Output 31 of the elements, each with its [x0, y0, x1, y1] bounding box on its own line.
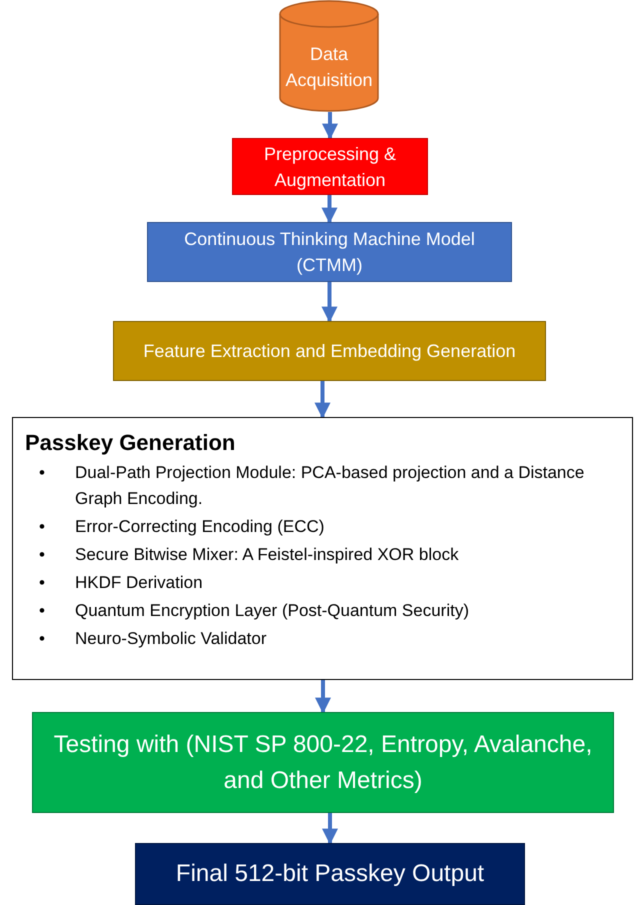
node-label: Continuous Thinking Machine Model (CTMM)	[183, 228, 476, 277]
node-label: Final 512-bit Passkey Output	[176, 859, 484, 889]
arrow	[322, 195, 338, 224]
heading: Passkey Generation	[25, 429, 236, 457]
list-item: Dual-Path Projection Module: PCA-based projection and a Distance Graph Encoding.	[75, 462, 586, 510]
bullet: •	[38, 628, 46, 650]
bullet: •	[38, 600, 46, 622]
process-box	[147, 222, 512, 282]
list-item: Error-Correcting Encoding (ECC)	[75, 516, 324, 538]
arrow	[322, 813, 338, 845]
list-item: HKDF Derivation	[75, 572, 203, 594]
list-item: Neuro-Symbolic Validator	[75, 628, 266, 650]
bullet: •	[38, 572, 46, 594]
bullet: •	[38, 462, 46, 484]
node-label: Feature Extraction and Embedding Generation	[143, 340, 516, 363]
output-box	[135, 843, 525, 905]
list-item: Secure Bitwise Mixer: A Feistel-inspired XOR block	[75, 544, 459, 566]
arrow	[322, 282, 338, 323]
process-box	[232, 138, 428, 195]
list-item: Quantum Encryption Layer (Post-Quantum Security)	[75, 600, 469, 622]
bullet: •	[38, 516, 46, 538]
process-box	[32, 712, 614, 813]
arrow	[315, 680, 331, 714]
node-label: Preprocessing & Augmentation	[262, 142, 398, 192]
arrow	[314, 381, 330, 419]
arrow	[322, 112, 338, 140]
node-label: Data Acquisition	[284, 43, 374, 92]
node-label: Testing with (NIST SP 800-22, Entropy, Avalanche, and Other Metrics)	[52, 730, 594, 796]
list-box	[12, 417, 633, 680]
bullet: •	[38, 544, 46, 566]
process-box	[113, 321, 546, 381]
